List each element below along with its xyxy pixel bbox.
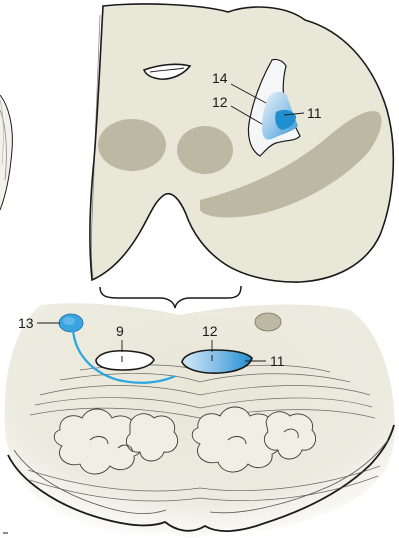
label-9-bottom: 9 [116,323,124,339]
gray-matter-mid [177,126,233,174]
gray-matter-left [98,119,166,171]
label-11-bottom: 11 [270,353,285,369]
label-12-bottom: 12 [202,323,218,339]
brace [100,286,241,308]
label-14-top: 14 [212,70,228,86]
label-13-bottom: 13 [18,315,34,331]
lower-cross-section: 13 9 12 11 [4,303,395,537]
gray-oval-right [255,313,281,331]
label-11-top: 11 [307,105,322,121]
partial-structure-edge [0,95,12,210]
label-12-top: 12 [212,94,228,110]
nucleus-9 [96,351,154,370]
upper-cross-section: 14 12 11 [90,4,394,282]
